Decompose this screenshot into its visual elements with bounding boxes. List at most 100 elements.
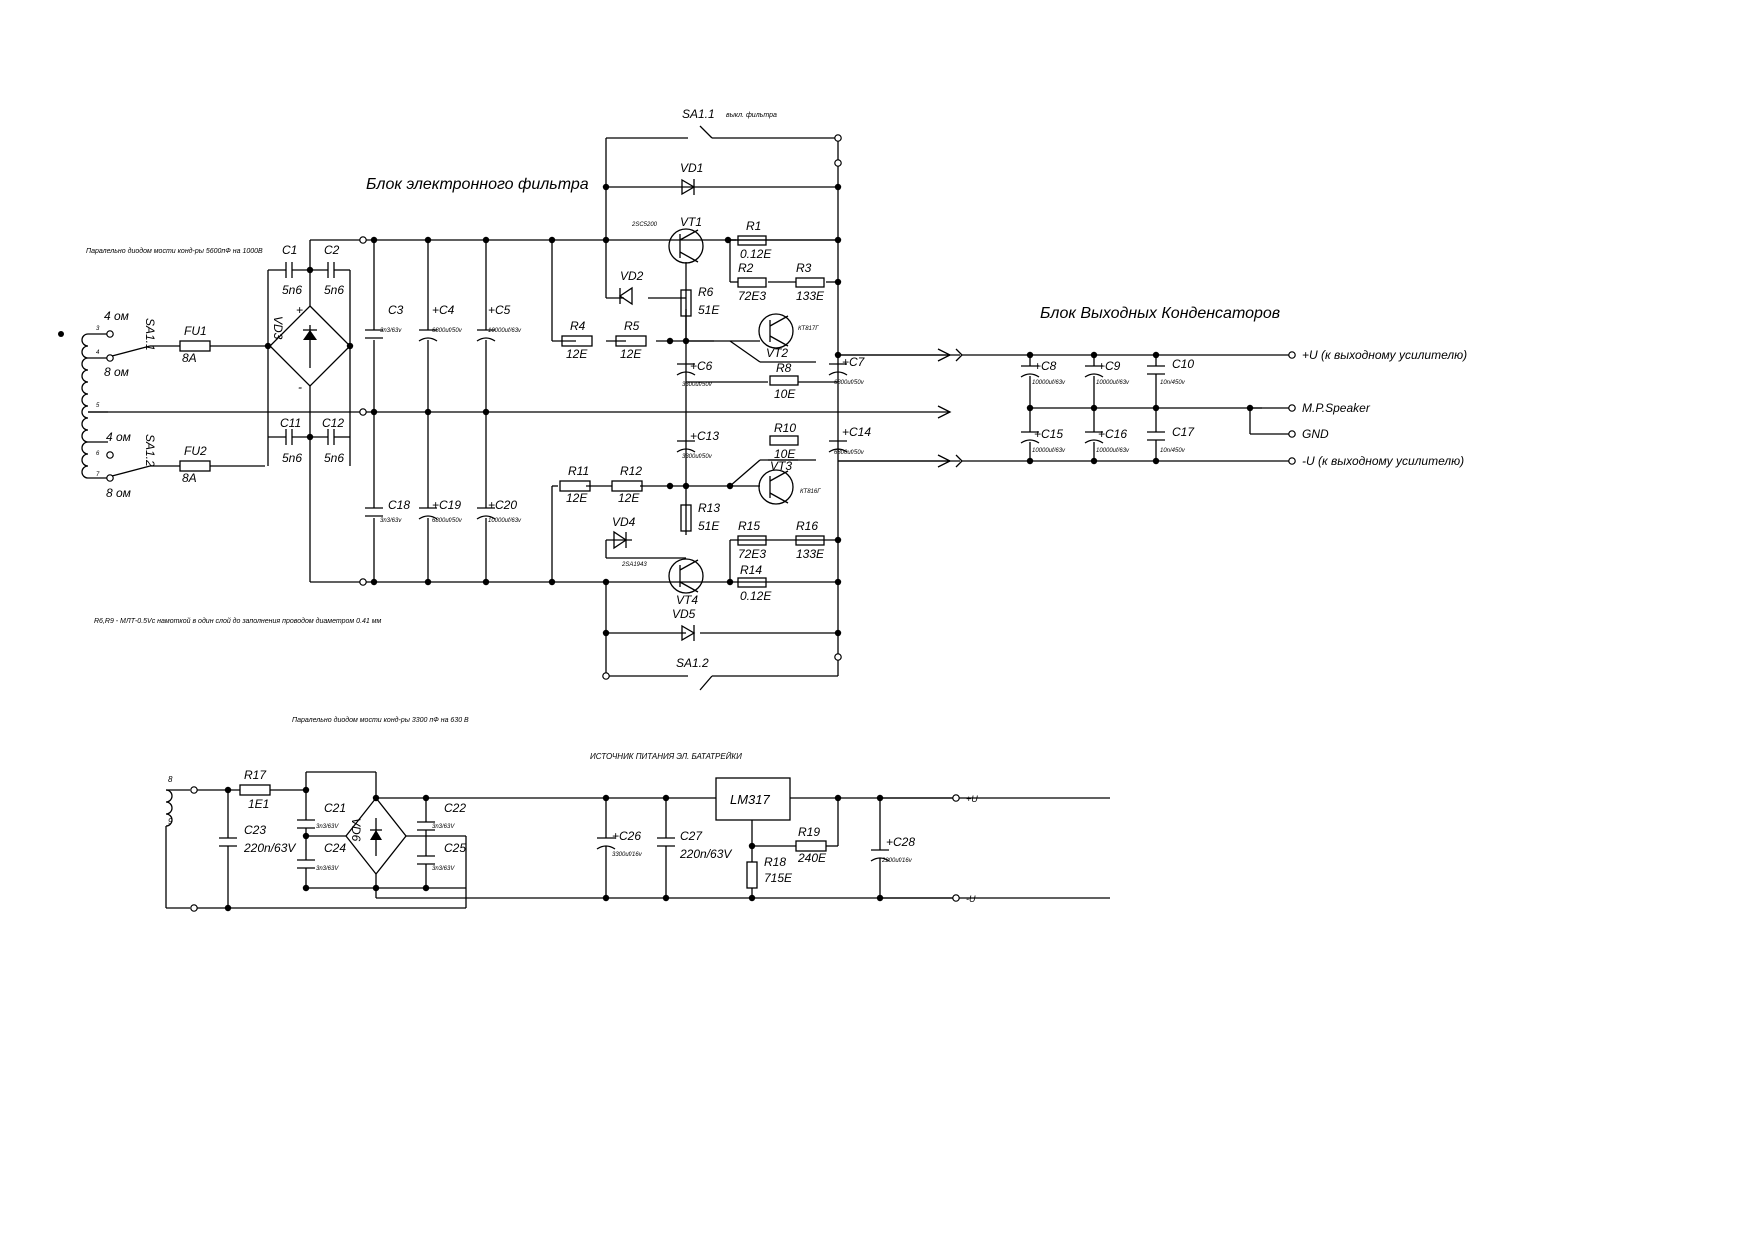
vt3-transistor [758,469,794,505]
c9-value: 10000uf/63v [1096,380,1130,386]
supply-out-minus-label: -U [966,894,976,904]
r11-label: R11 [568,464,589,478]
r14-value: 0.12E [740,589,772,603]
r17-resistor [239,784,271,796]
vd1-label: VD1 [680,161,703,175]
r6-value: 51E [698,303,720,317]
out-mp-speaker-label: M.P.Speaker [1302,401,1371,415]
r14-resistor [737,577,767,588]
r1-resistor [737,235,767,246]
vt1-label: VT1 [680,215,702,229]
vd6-bridge [345,796,407,876]
r19-value: 240E [797,851,827,865]
ohm4-top-label: 4 ом [104,309,129,323]
supply-block-title: ИСТОЧНИК ПИТАНИЯ ЭЛ. БАТАТРЕЙКИ [590,752,742,761]
c22-capacitor [417,821,435,831]
c2-capacitor [310,262,350,278]
tap-6-label: 6 [96,451,100,457]
c8-label: +C8 [1034,359,1057,373]
sa11-selector-label: SA1.1 [143,318,157,351]
c7-label: +C7 [842,355,866,369]
sa12-selector[interactable] [111,465,180,477]
c19-value: 6800uf/50v [432,518,463,524]
r4-value: 12E [566,347,588,361]
c21-value: 3n3/63V [316,824,339,830]
r15-value: 72E3 [738,547,766,561]
c1-capacitor [268,262,310,278]
r13-value: 51E [698,519,720,533]
c16-value: 10000uf/63v [1096,448,1130,454]
sa11-selector[interactable] [111,345,180,357]
sa11-extra-note: выкл. фильтра [726,112,777,119]
c27-capacitor [657,837,675,847]
c6-capacitor [676,363,696,376]
vt2-label: VT2 [766,346,788,360]
bridge-note-top: Паралельно диодом мости конд-ры 5600пФ н… [86,247,263,255]
r6-r9-note: R6,R9 - МЛТ-0.5Vс намоткой в один слой д… [94,617,382,625]
r1-value: 0.12E [740,247,772,261]
transformer-winding [58,331,360,479]
sa12-bot-label: SA1.2 [676,656,709,670]
vd1-diode [681,178,696,196]
c15-label: +C15 [1034,427,1063,441]
vt3-label: VT3 [770,459,792,473]
ohm8-top-label: 8 ом [104,365,129,379]
r5-resistor [615,335,647,347]
fu1-value: 8A [182,351,197,365]
c25-label: C25 [444,841,466,855]
r19-resistor [795,840,827,852]
r3-label: R3 [796,261,812,275]
c20-label: +C20 [488,498,517,512]
c3-label: C3 [388,303,404,317]
r17-label: R17 [244,768,267,782]
tap-4-label: 4 [96,350,100,356]
c4-value: 6800uf/50v [432,328,463,334]
r16-resistor [795,535,825,546]
c27-value: 220n/63V [679,847,732,861]
r16-label: R16 [796,519,818,533]
c15-value: 10000uf/63v [1032,448,1066,454]
c12-value: 5n6 [324,451,344,465]
r17-value: 1E1 [248,797,269,811]
r12-label: R12 [620,464,642,478]
c12-capacitor [310,429,350,445]
out-gnd-label: GND [1302,427,1329,441]
supply-tap-8-label: 8 [168,775,173,784]
fu2-label: FU2 [184,444,207,458]
vt2-type: КТ817Г [798,326,819,332]
c22-label: C22 [444,801,466,815]
c6-label: +C6 [690,359,713,373]
c25-value: 3n3/63V [432,866,455,872]
filter-block-title: Блок электронного фильтра [366,176,589,193]
c14-value: 6800uf/50v [834,450,865,456]
c13-value: 3300uf/50v [682,454,713,460]
bridge-plus-label: + [296,303,303,317]
vd5-label: VD5 [672,607,696,621]
c5-value: 10000uf/63v [488,328,522,334]
c6-value: 3300uf/50v [682,382,713,388]
c24-capacitor [297,859,315,869]
c24-label: C24 [324,841,346,855]
vd4-diode [613,530,628,550]
vd3-label: VD3 [271,316,285,340]
r8-label: R8 [776,361,792,375]
r2-label: R2 [738,261,754,275]
c12-label: C12 [322,416,344,430]
reservoir-cap-verticals [373,240,487,582]
r18-value: 715E [764,871,793,885]
vt1-transistor [668,228,704,264]
vt1-type: 2SC5200 [631,222,658,228]
r4-label: R4 [570,319,586,333]
r19-label: R19 [798,825,820,839]
c26-label: +C26 [612,829,641,843]
vt3-type: КТ816Г [800,489,821,495]
c1-value: 5n6 [282,283,302,297]
negative-filter-wiring [551,412,960,691]
r10-value: 10E [774,447,796,461]
sa11-top-label: SA1.1 [682,107,715,121]
sa12-selector-label: SA1.2 [143,434,157,467]
c28-capacitor [870,849,890,862]
c25-capacitor [417,855,435,865]
c23-capacitor [219,837,237,847]
fu1-fuse [179,340,211,352]
